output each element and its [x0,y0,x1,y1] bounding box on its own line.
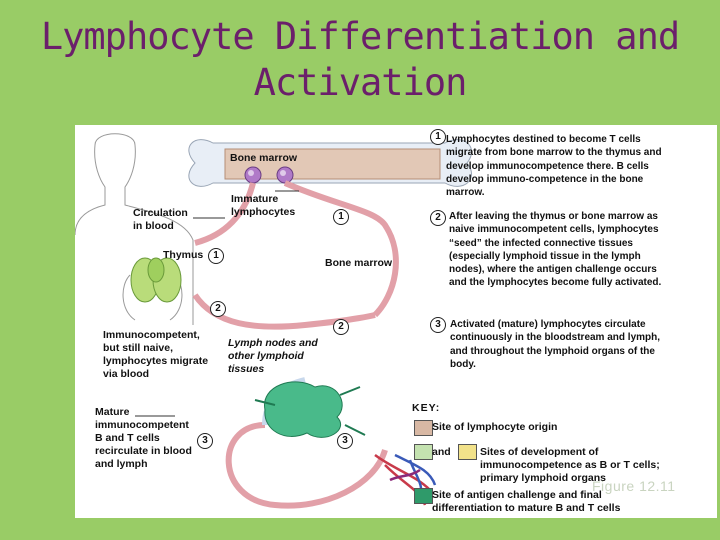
label-thymus: Thymus [163,249,204,261]
lymph-node-illustration [254,381,366,438]
diagram-step-2-right: 2 [333,319,349,335]
title-line-1: Lymphocyte Differentiation and [40,15,680,58]
label-circulation-in-blood: Circulation in blood [133,207,188,232]
step-2-text: After leaving the thymus or bone marrow … [449,211,662,289]
key-antigen-label: Site of antigen challenge and final diff… [432,489,621,514]
label-immature-lymphocytes: Immature lymphocytes [231,193,296,218]
step-1-number: 1 [430,129,446,145]
title-line-2: Activation [253,61,468,104]
key-development-label: Sites of development of immunocompetence… [480,446,660,484]
diagram-step-1-left: 1 [208,248,224,264]
label-mature-immunocompetent: Mature immunocompetent B and T cells rec… [95,406,192,470]
key-origin-label: Site of lymphocyte origin [432,421,558,433]
swatch-antigen [414,488,433,504]
thymus-illustration [130,257,182,303]
diagram-step-1: 1 [333,209,349,225]
key-heading: KEY: [412,402,441,414]
diagram-illustration [75,133,473,509]
leader-lines [135,190,299,417]
diagram-step-3-left: 3 [197,433,213,449]
step-2-number: 2 [430,210,446,226]
figure-label: Figure 12.11 [592,478,676,494]
step-1-text: Lymphocytes destined to become T cells m… [446,134,662,199]
swatch-origin [414,420,433,436]
diagram-step-2-left: 2 [210,301,226,317]
label-bone-marrow-right: Bone marrow [325,257,393,269]
label-immunocompetent: Immunocompetent, but still naive, lympho… [103,329,209,380]
step-3-text: Activated (mature) lymphocytes circulate… [450,319,661,370]
diagram-panel: Bone marrow Immature lymphocytes Circula… [75,125,717,518]
page-title: Lymphocyte Differentiation and Activatio… [0,14,720,106]
label-bone-marrow-top: Bone marrow [230,152,298,164]
swatch-development-yellow [458,444,477,460]
bone-illustration [188,139,473,187]
swatch-development-green [414,444,433,460]
diagram-step-3-right: 3 [337,433,353,449]
key-and-label: and [432,446,451,458]
step-3-number: 3 [430,317,446,333]
label-lymph-nodes: Lymph nodes and other lymphoid tissues [228,337,318,375]
